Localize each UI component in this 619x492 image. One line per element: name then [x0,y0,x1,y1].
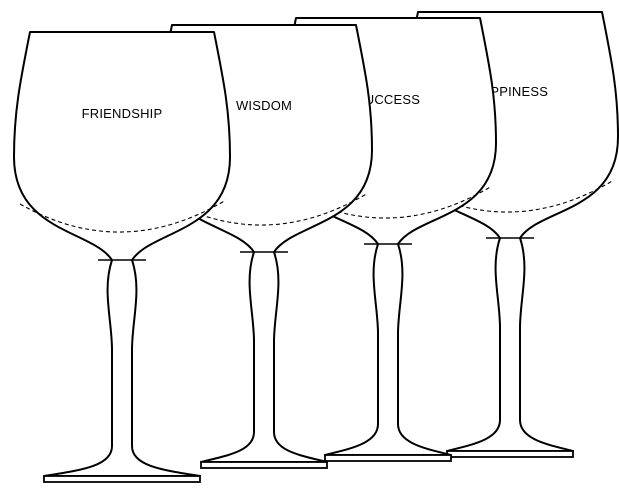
glass-foot [446,450,574,458]
wine-glass-friendship: FRIENDSHIP [13,31,231,483]
glass-foot [200,461,328,469]
glass-label: FRIENDSHIP [82,106,163,121]
glass-outline [13,31,231,477]
glass-foot [43,475,201,483]
glass-label: WISDOM [236,98,292,113]
glass-foot [324,454,452,462]
wine-level-line [19,199,227,233]
glass-label: SUCCESS [356,92,420,107]
